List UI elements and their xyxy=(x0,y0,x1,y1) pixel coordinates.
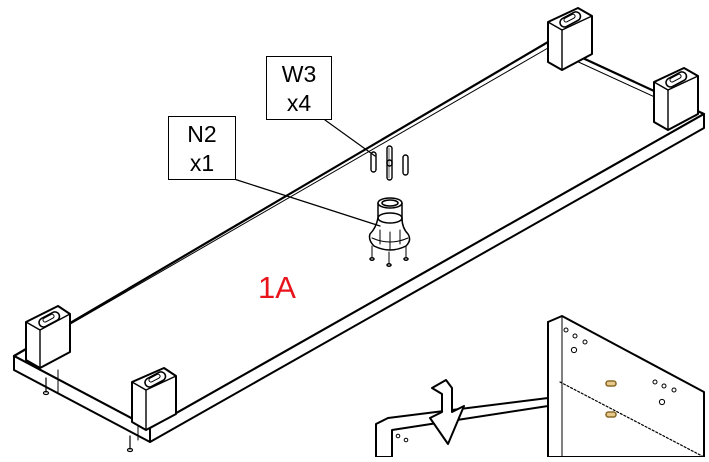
callout-w3-code: W3 xyxy=(281,61,317,87)
leveling-foot xyxy=(368,197,411,267)
callout-w3-quantity: x4 xyxy=(286,90,312,116)
callout-n2-code: N2 xyxy=(187,121,217,147)
base-board xyxy=(12,40,706,443)
callout-w3: W3 x4 xyxy=(266,56,332,120)
leg-post-back-right xyxy=(653,67,699,131)
leg-post-front-right xyxy=(131,367,177,431)
leg-post-back-left xyxy=(547,7,593,71)
base-bolts xyxy=(42,377,134,453)
pin-dowels xyxy=(370,145,409,181)
w3-leader-line xyxy=(324,119,376,157)
n2-leader-line xyxy=(233,178,381,227)
callout-n2: N2 x1 xyxy=(168,116,236,180)
step-label: 1A xyxy=(258,270,296,305)
frame-panel xyxy=(375,315,705,458)
callout-n2-quantity: x1 xyxy=(189,150,215,176)
panel-dowels xyxy=(605,380,617,418)
leg-post-front-left xyxy=(25,305,71,369)
down-arrow-icon xyxy=(429,379,465,445)
